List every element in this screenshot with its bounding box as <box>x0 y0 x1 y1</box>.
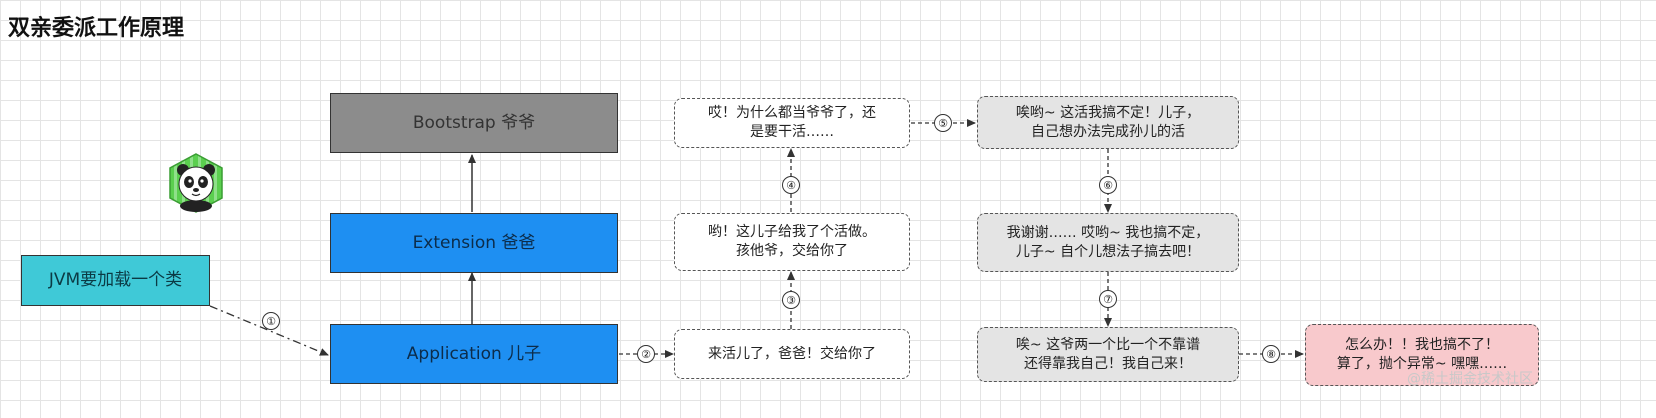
note-failure: 怎么办！！我也搞不了！ 算了，抛个异常~ 嘿嘿…… <box>1305 324 1539 386</box>
step-label-2: ② <box>637 345 655 363</box>
note-bootstrap-reply: 唉哟~ 这活我搞不定！儿子， 自己想办法完成孙儿的活 <box>977 96 1239 149</box>
note-application-reply: 唉~ 这爷两一个比一个不靠谱 还得靠我自己！我自己来！ <box>977 327 1239 382</box>
note-bootstrap-request: 哎！为什么都当爷爷了，还 是要干活…… <box>674 98 910 148</box>
step-label-5: ⑤ <box>934 114 952 132</box>
step-label-4: ④ <box>782 176 800 194</box>
node-bootstrap: Bootstrap 爷爷 <box>330 93 618 153</box>
watermark: @稀土掘金技术社区 <box>1407 371 1533 387</box>
page-title: 双亲委派工作原理 <box>8 16 185 41</box>
step-label-3: ③ <box>782 291 800 309</box>
step-label-8: ⑧ <box>1262 345 1280 363</box>
note-extension-request: 哟！这儿子给我了个活做。 孩他爷，交给你了 <box>674 213 910 271</box>
step-label-1: ① <box>262 312 280 330</box>
node-extension: Extension 爸爸 <box>330 213 618 273</box>
step-label-6: ⑥ <box>1099 176 1117 194</box>
note-application-request: 来活儿了，爸爸！交给你了 <box>674 329 910 379</box>
node-jvm: JVM要加载一个类 <box>21 255 210 306</box>
note-extension-reply: 我谢谢…… 哎哟~ 我也搞不定， 儿子~ 自个儿想法子搞去吧！ <box>977 213 1239 272</box>
step-label-7: ⑦ <box>1099 290 1117 308</box>
panda-icon <box>169 153 223 213</box>
node-application: Application 儿子 <box>330 324 618 384</box>
edge-step-1 <box>209 305 329 356</box>
